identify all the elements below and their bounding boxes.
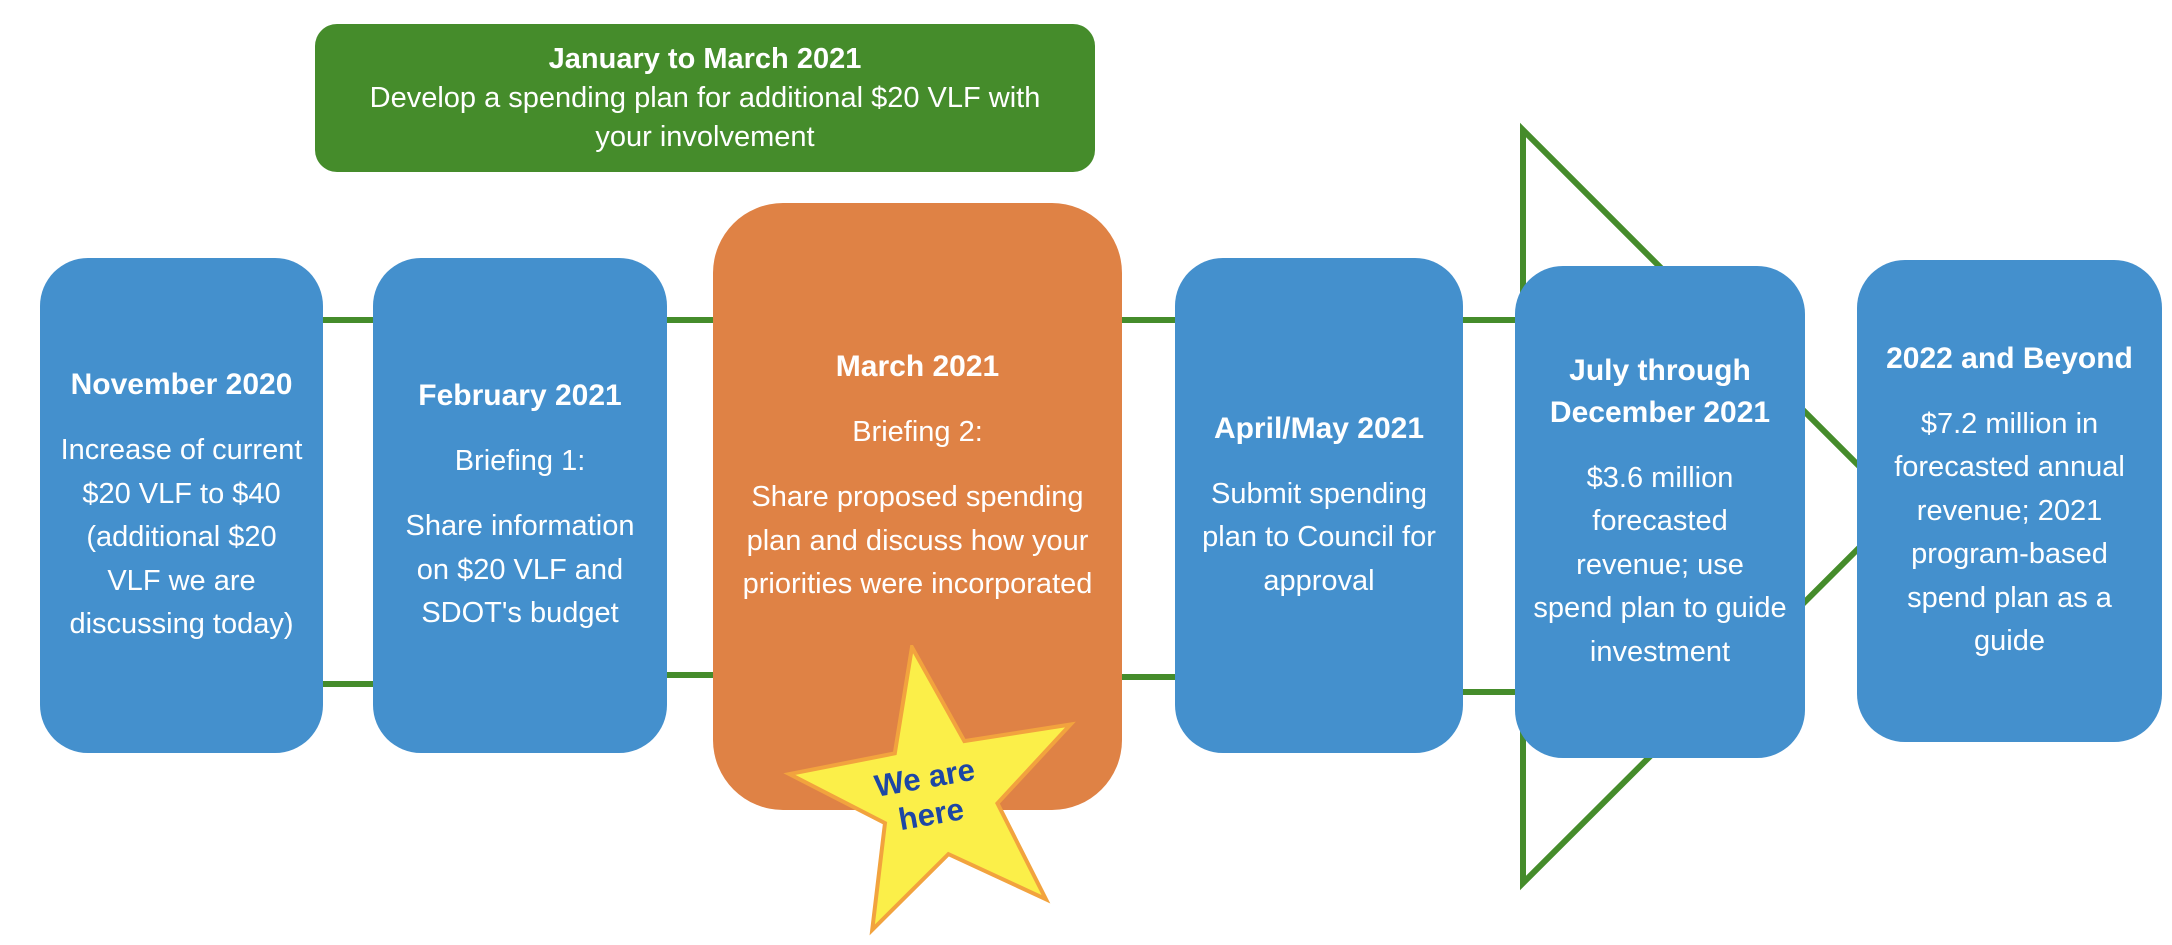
- milestone-text: Submit spending plan to Council for appr…: [1202, 477, 1436, 597]
- milestone-november-2020: November 2020 Increase of current $20 VL…: [40, 258, 323, 753]
- connector-line: [1461, 317, 1517, 323]
- milestone-text: $3.6 million forecasted revenue; use spe…: [1533, 461, 1787, 668]
- connector-line: [321, 317, 375, 323]
- milestone-title: April/May 2021: [1213, 411, 1425, 445]
- star-shape: [783, 645, 1076, 936]
- phase-banner: January to March 2021 Develop a spending…: [315, 24, 1095, 172]
- milestone-march-2021-current: March 2021 Briefing 2: Share proposed sp…: [713, 203, 1122, 810]
- we-are-here-star: [783, 645, 1076, 936]
- milestone-text: Share proposed spending plan and discuss…: [742, 481, 1093, 601]
- milestone-title: March 2021: [835, 350, 1000, 384]
- milestone-title: February 2021: [418, 379, 622, 413]
- milestone-text: Briefing 2:: [852, 415, 983, 448]
- connector-line: [665, 672, 715, 678]
- milestone-title: November 2020: [70, 368, 293, 402]
- milestone-2022-and-beyond: 2022 and Beyond $7.2 million in forecast…: [1857, 260, 2162, 742]
- phase-banner-title: January to March 2021: [548, 43, 862, 76]
- milestone-july-december-2021: July through December 2021 $3.6 million …: [1515, 266, 1805, 758]
- milestone-april-may-2021: April/May 2021 Submit spending plan to C…: [1175, 258, 1463, 753]
- connector-line: [321, 681, 375, 687]
- milestone-title: July through December 2021: [1549, 353, 1771, 430]
- milestone-text: Share information on $20 VLF and SDOT's …: [405, 510, 635, 630]
- phase-banner-body: Develop a spending plan for additional $…: [369, 82, 1041, 153]
- milestone-text: $7.2 million in forecasted annual revenu…: [1894, 407, 2125, 658]
- connector-line: [1120, 674, 1177, 680]
- connector-line: [1461, 689, 1517, 695]
- connector-line: [665, 317, 715, 323]
- milestone-text: Briefing 1:: [454, 444, 586, 477]
- milestone-title: 2022 and Beyond: [1886, 342, 2133, 376]
- milestone-text: Increase of current $20 VLF to $40 (addi…: [60, 434, 303, 641]
- connector-line: [1120, 317, 1177, 323]
- milestone-february-2021: February 2021 Briefing 1: Share informat…: [373, 258, 667, 753]
